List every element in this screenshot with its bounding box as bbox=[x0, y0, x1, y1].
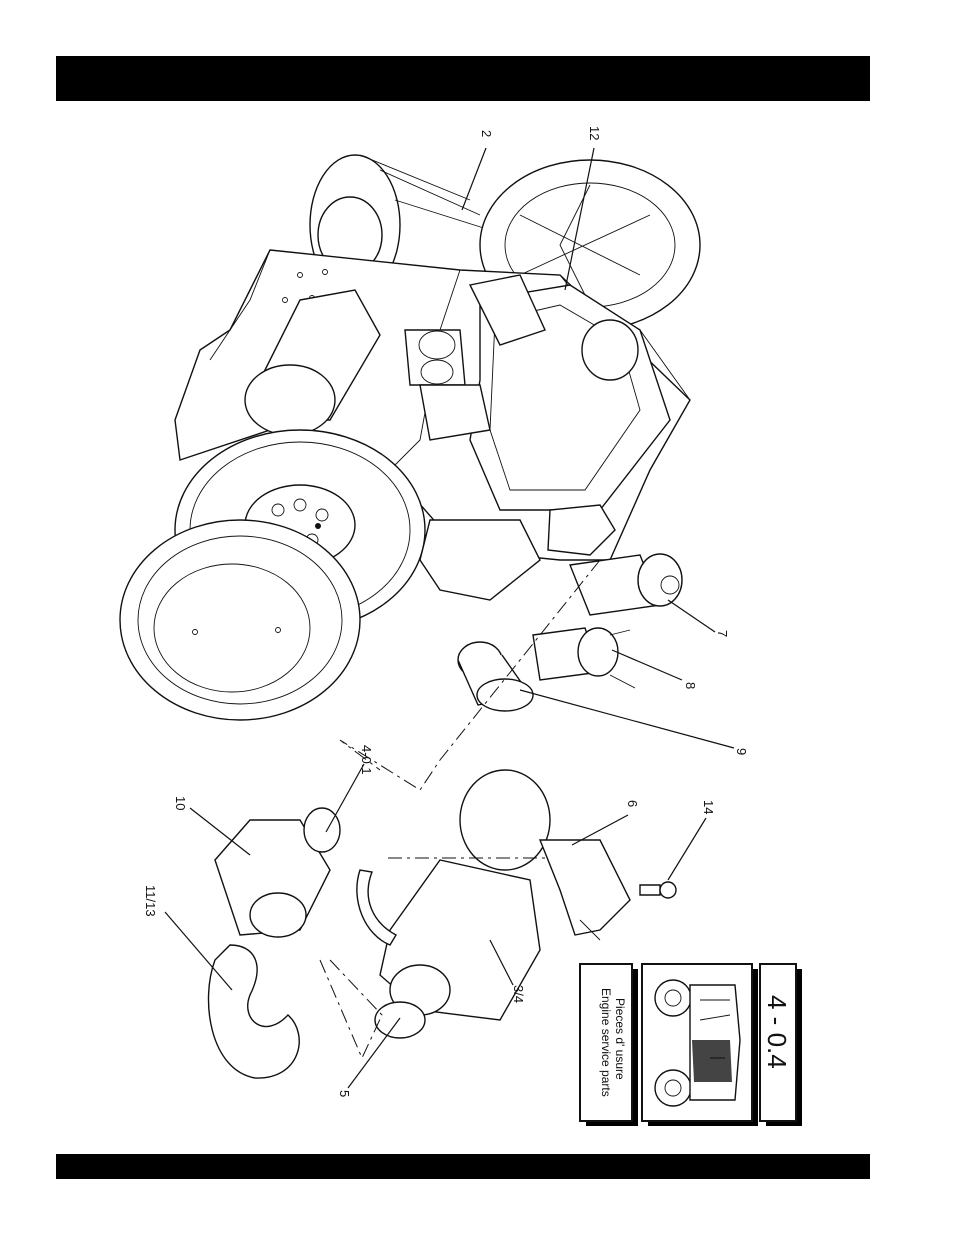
exhaust-flange bbox=[405, 330, 465, 385]
callout-7: 7 bbox=[715, 630, 730, 637]
engine-box bbox=[420, 385, 490, 440]
fuel-filter bbox=[533, 628, 635, 688]
callout-9: 9 bbox=[734, 748, 749, 755]
air-filter-element bbox=[458, 642, 533, 711]
section-number: 4 - 0.4 bbox=[762, 995, 792, 1069]
callout-4-0-1: 4-0.1 bbox=[359, 745, 374, 775]
callout-2: 2 bbox=[479, 130, 494, 137]
callout-12: 12 bbox=[587, 126, 602, 140]
section-title-line2: Pieces d' usure bbox=[613, 998, 627, 1080]
oil-filter bbox=[570, 554, 682, 615]
callout-6: 6 bbox=[625, 800, 640, 807]
flywheel-disk bbox=[120, 520, 360, 720]
air-cleaner bbox=[215, 808, 340, 937]
callout-11-13: 11/13 bbox=[143, 885, 158, 917]
callout-5: 5 bbox=[337, 1090, 352, 1097]
callout-14: 14 bbox=[701, 800, 716, 814]
starter-motor bbox=[420, 520, 540, 600]
callout-8: 8 bbox=[683, 682, 698, 689]
callout-10: 10 bbox=[173, 796, 188, 810]
section-title-line1: Engine service parts bbox=[599, 988, 613, 1097]
bolt bbox=[640, 882, 676, 898]
callout-3-4: 3/4 bbox=[511, 985, 526, 1003]
air-hose-elbow bbox=[208, 945, 299, 1078]
section-tab: Engine service parts Pieces d' usure 4 -… bbox=[580, 964, 802, 1126]
